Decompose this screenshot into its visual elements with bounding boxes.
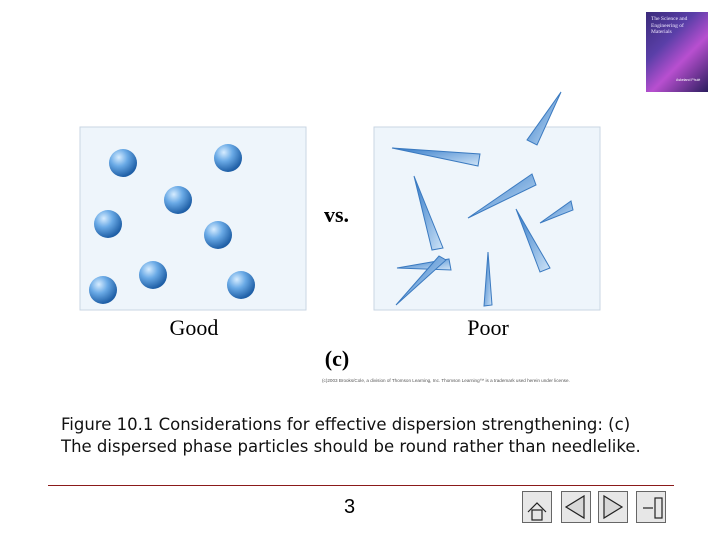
page-number: 3	[344, 496, 356, 518]
round-particle	[164, 186, 192, 214]
next-button[interactable]	[598, 491, 628, 523]
needle-particle	[395, 255, 447, 306]
book-cover: The Science and Engineering of Materials…	[646, 12, 708, 92]
round-particle	[109, 149, 137, 177]
copyright-credit: (c)2003 Brooks/Cole, a division of Thoms…	[322, 378, 570, 383]
figure-caption: Figure 10.1 Considerations for effective…	[61, 415, 641, 456]
round-particle	[89, 276, 117, 304]
needle-particle	[526, 91, 562, 146]
triangle-right-icon	[603, 494, 624, 520]
needle-particle	[539, 200, 574, 224]
needle-particle	[515, 208, 551, 273]
previous-button[interactable]	[561, 491, 591, 523]
end-icon	[643, 497, 663, 519]
subfigure-label: (c)	[325, 346, 349, 371]
round-particles	[89, 144, 255, 304]
round-particle	[139, 261, 167, 289]
needle-particle	[391, 147, 481, 167]
needle-particle	[413, 175, 444, 251]
round-particle	[204, 221, 232, 249]
round-particle	[214, 144, 242, 172]
panel-good-label: Good	[170, 315, 219, 340]
panel-poor-label: Poor	[467, 315, 509, 340]
footer-divider	[48, 485, 674, 486]
needle-particle	[467, 173, 537, 219]
home-button[interactable]	[522, 491, 552, 523]
needle-particles	[391, 91, 574, 307]
end-button[interactable]	[636, 491, 666, 523]
separator-label: vs.	[324, 202, 349, 227]
needle-particle	[483, 251, 493, 307]
book-title: The Science and Engineering of Materials	[651, 16, 688, 35]
home-icon	[527, 502, 547, 521]
book-author: Askeland Phulé	[676, 78, 701, 82]
round-particle	[94, 210, 122, 238]
round-particle	[227, 271, 255, 299]
triangle-left-icon	[564, 494, 585, 520]
